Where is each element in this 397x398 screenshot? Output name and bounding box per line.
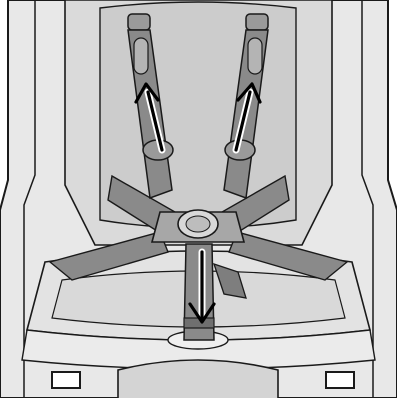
left-latch-slot (52, 372, 80, 388)
backrest (65, 0, 332, 245)
buckle (152, 210, 244, 242)
right-latch-slot (326, 372, 354, 388)
